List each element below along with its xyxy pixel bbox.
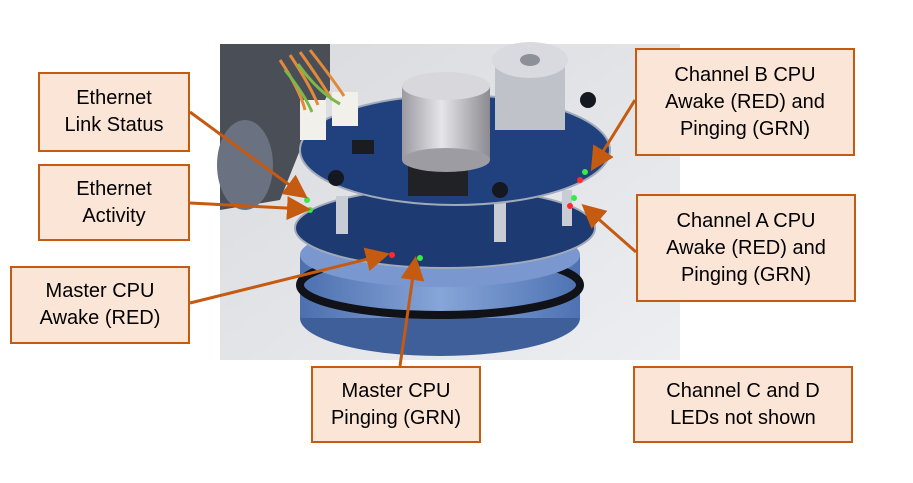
chip-small xyxy=(352,140,374,154)
capacitor-bottom xyxy=(402,148,490,172)
callout-text: Master CPU xyxy=(341,379,451,402)
callout-text: Channel A CPU xyxy=(676,209,816,232)
standoff-right xyxy=(494,200,506,242)
arrow-ethernet-activity xyxy=(189,196,311,221)
led-master-awake xyxy=(389,252,395,258)
standoff-left xyxy=(336,196,348,234)
callout-text: Master CPU xyxy=(45,280,155,302)
callout-ethernet-activity: Ethernet Activity xyxy=(38,164,190,241)
screw-right xyxy=(580,92,596,108)
screw-bottom xyxy=(492,182,508,198)
arrow-channel-b xyxy=(590,99,637,172)
arrow-master-pinging xyxy=(398,256,425,367)
callout-text: Awake (RED) and xyxy=(665,90,825,113)
arrow-master-awake xyxy=(189,247,390,305)
callout-text: Ethernet xyxy=(76,87,152,109)
motor-hole xyxy=(520,54,540,66)
screw-left xyxy=(328,170,344,186)
callout-master-cpu-awake: Master CPU Awake (RED) xyxy=(10,266,190,344)
callout-text: Pinging (GRN) xyxy=(330,406,462,429)
callout-text: Awake (RED) and xyxy=(666,236,826,259)
callout-text: Activity xyxy=(82,204,146,227)
callout-text: Channel C and D xyxy=(666,379,820,402)
led-channel-b-red xyxy=(577,177,583,183)
callout-ethernet-link-status: Ethernet Link Status xyxy=(38,72,190,152)
callout-master-cpu-pinging: Master CPU Pinging (GRN) xyxy=(311,366,481,443)
arrow-channel-a xyxy=(581,204,637,254)
callout-text: Ethernet xyxy=(76,177,152,200)
callout-channel-a-cpu: Channel A CPU Awake (RED) and Pinging (G… xyxy=(636,194,856,302)
callout-text: Link Status xyxy=(64,114,164,136)
arrow-ethernet-link xyxy=(189,110,308,199)
callout-text: LEDs not shown xyxy=(670,406,816,429)
led-channel-a-red xyxy=(567,203,573,209)
capacitor-top xyxy=(402,72,490,100)
callout-channel-b-cpu: Channel B CPU Awake (RED) and Pinging (G… xyxy=(635,48,855,156)
led-channel-b-green xyxy=(582,169,588,175)
standoff-far-right xyxy=(562,190,572,226)
wires-2 xyxy=(283,63,341,113)
callout-text: Channel B CPU xyxy=(674,63,816,86)
connector-white-2 xyxy=(332,92,358,126)
callout-text: Awake (RED) xyxy=(39,307,161,329)
led-channel-a-green xyxy=(571,195,577,201)
wires xyxy=(278,49,346,111)
callout-channel-c-d: Channel C and D LEDs not shown xyxy=(633,366,853,443)
callout-text: Pinging (GRN) xyxy=(679,117,811,140)
callout-text: Pinging (GRN) xyxy=(680,263,812,286)
